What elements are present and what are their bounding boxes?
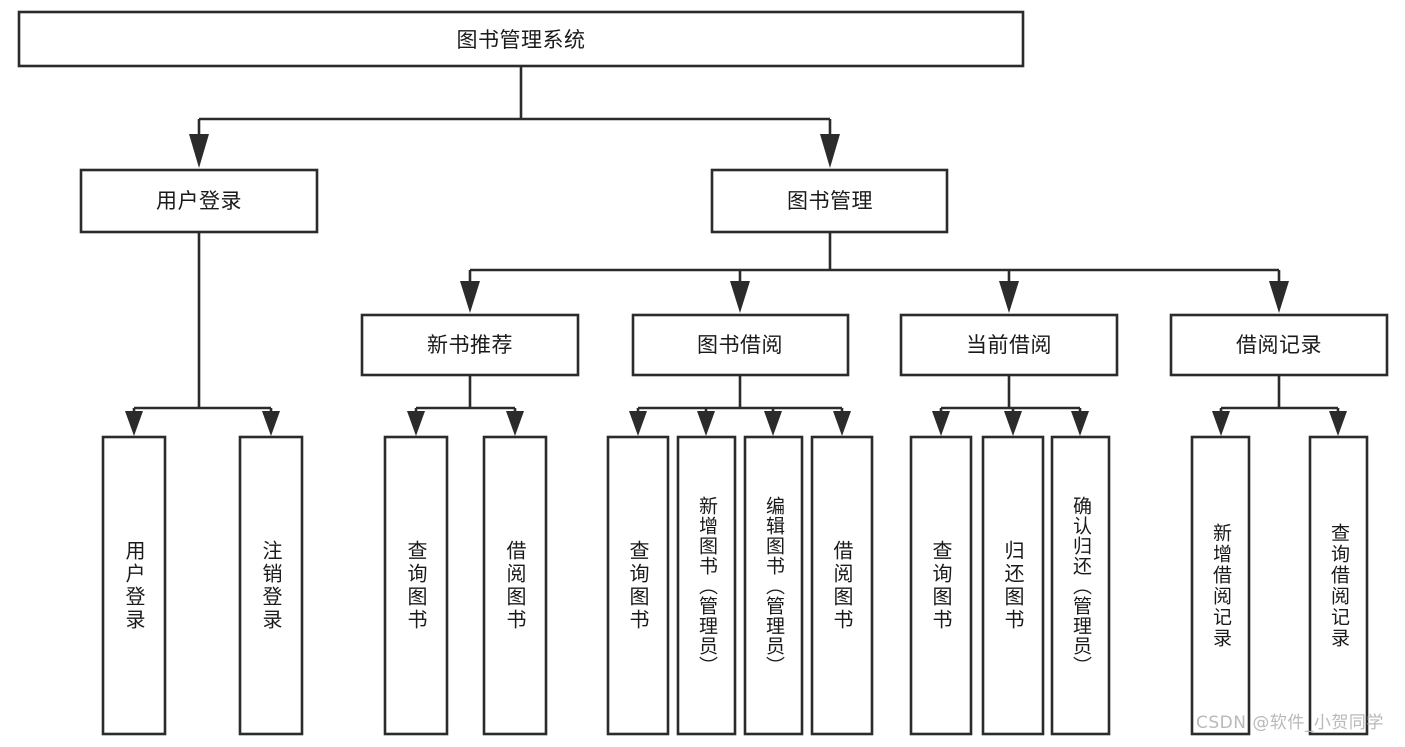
node-leaf-confirm-return-admin-box[interactable] [1050,435,1111,736]
arrowhead-current-borrow [999,281,1019,313]
connector-group-borrow-record-leaves [1212,375,1347,436]
node-borrow-record-label: 借阅记录 [1236,333,1322,357]
arrowhead-book-borrow [730,281,750,313]
node-user-login-label: 用户登录 [156,189,242,213]
arrowhead-leaf-query-book-current [932,411,950,436]
node-leaf-query-borrow-record-box[interactable] [1308,435,1369,736]
arrowhead-leaf-query-book-borrow [629,411,647,436]
csdn-watermark: CSDN @软件_小贺同学 [1196,713,1384,733]
node-leaf-edit-book-admin-box[interactable] [743,435,804,736]
arrowhead-borrow-record [1269,281,1289,313]
node-leaf-borrow-book-box[interactable] [810,435,874,736]
arrowhead-leaf-return-book [1004,411,1022,436]
arrowhead-user-login [189,134,209,168]
arrowhead-leaf-add-borrow-record [1212,411,1230,436]
arrowhead-leaf-borrow-book [833,411,851,436]
node-leaf-logout-login-box[interactable] [238,435,304,736]
arrowhead-book-manage [820,134,840,168]
node-new-book-recommend-box[interactable] [360,313,580,377]
arrowhead-leaf-confirm-return-admin [1071,411,1089,436]
arrowhead-new-book-recommend [460,281,480,313]
node-leaf-add-borrow-record-box[interactable] [1190,435,1251,736]
node-leaf-user-login-box[interactable] [101,435,167,736]
arrowhead-leaf-borrow-book-recommend [506,411,524,436]
node-root-box[interactable] [17,10,1025,68]
connector-group-current-borrow-leaves [932,375,1089,436]
node-root[interactable]: 图书管理系统 [17,10,1025,68]
arrowhead-leaf-logout-login [262,411,280,436]
node-new-book-recommend-label: 新书推荐 [427,333,513,357]
node-book-borrow-label: 图书借阅 [697,333,783,357]
arrowhead-leaf-edit-book-admin [764,411,782,436]
node-current-borrow[interactable]: 当前借阅 [899,313,1119,377]
node-borrow-record[interactable]: 借阅记录 [1169,313,1389,377]
node-borrow-record-box[interactable] [1169,313,1389,377]
connector-group-user-login-leaves [125,232,280,436]
node-book-borrow-box[interactable] [631,313,850,377]
node-leaf-return-book-box[interactable] [981,435,1045,736]
node-root-label: 图书管理系统 [457,28,586,52]
node-user-login-box[interactable] [79,168,319,234]
connector-group-new-book-recommend-leaves [407,375,524,436]
node-leaf-borrow-book-recommend-box[interactable] [482,435,548,736]
node-book-manage-box[interactable] [710,168,949,234]
node-current-borrow-label: 当前借阅 [966,333,1052,357]
node-leaf-query-book-recommend-box[interactable] [383,435,449,736]
node-new-book-recommend[interactable]: 新书推荐 [360,313,580,377]
connector-group-root-to-level2 [189,66,840,168]
node-current-borrow-box[interactable] [899,313,1119,377]
node-book-manage-label: 图书管理 [787,189,873,213]
arrowhead-leaf-user-login [125,411,143,436]
node-leaf-query-book-current-box[interactable] [909,435,973,736]
node-book-manage[interactable]: 图书管理 [710,168,949,234]
node-user-login[interactable]: 用户登录 [79,168,319,234]
arrowhead-leaf-add-book-admin [697,411,715,436]
arrowhead-leaf-query-borrow-record [1329,411,1347,436]
node-leaf-query-book-borrow-box[interactable] [606,435,670,736]
node-leaf-add-book-admin-box[interactable] [676,435,737,736]
connector-group-book-borrow-leaves [629,375,851,436]
arrowhead-leaf-query-book-recommend [407,411,425,436]
node-book-borrow[interactable]: 图书借阅 [631,313,850,377]
connector-group-book-manage-to-level3 [460,232,1289,313]
